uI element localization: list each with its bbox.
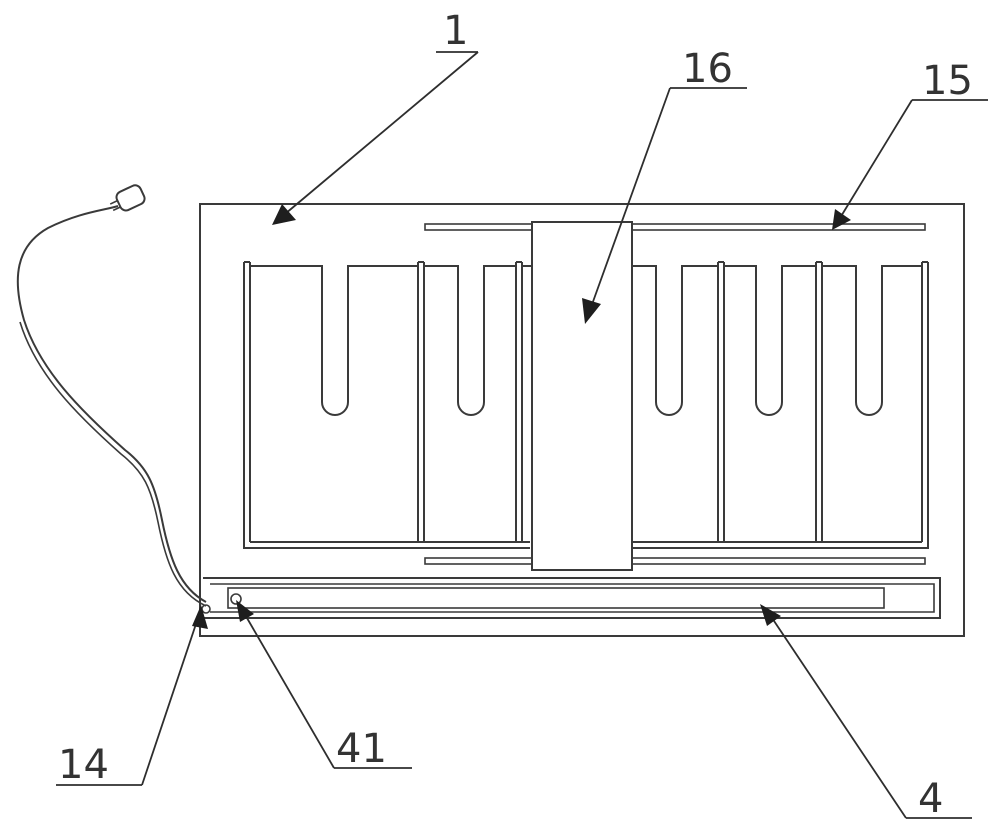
label-part-15: 15 [922,58,973,104]
heating-tube [203,577,941,619]
label-part-41: 41 [336,726,387,772]
arrow-head-1 [272,204,296,225]
label-part-14: 14 [58,742,109,788]
arrow-head-16 [582,298,601,324]
label-part-16: 16 [682,46,733,92]
terminal-port [201,604,211,614]
compartment-group-right [632,261,929,549]
label-part-1: 1 [443,8,468,54]
plug-icon [109,184,146,212]
indicator-hole [230,593,242,605]
arrow-head-4 [760,604,781,626]
center-cover-block [531,221,633,571]
compartment-group-left [243,261,532,549]
label-part-4: 4 [918,776,943,822]
strip-bottom [424,557,926,565]
strip-top [424,223,926,231]
leader-lines [56,51,988,819]
arrowheads [192,204,851,629]
arrow-head-41 [236,600,254,622]
housing-plate [199,203,965,637]
arrow-head-15 [832,209,851,230]
arrow-head-14 [192,605,208,629]
power-cord [16,205,207,603]
